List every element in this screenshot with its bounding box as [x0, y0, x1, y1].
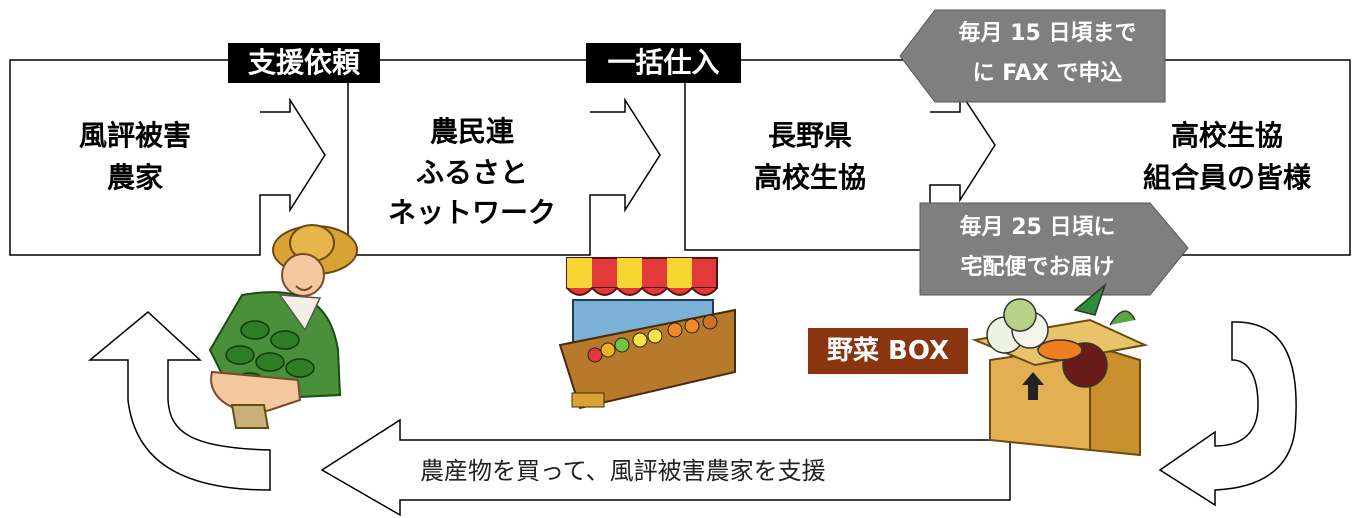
return-flow-arrow — [320, 418, 1011, 517]
vegetable-box-illustration — [971, 282, 1149, 457]
network-label-line1: 農民連 — [429, 115, 514, 148]
market-stall-illustration — [558, 257, 736, 410]
order-deadline-line1: 毎月 15 日頃まで — [958, 21, 1137, 46]
members-label-line1: 高校生協 — [1170, 119, 1283, 152]
farmer-label-line1: 風評被害 — [78, 119, 191, 152]
delivery-badge: 毎月 25 日頃に 宅配便でお届け — [920, 208, 1155, 288]
bulk-purchase-tag: 一括仕入 — [586, 43, 741, 83]
delivery-line2: 宅配便でお届け — [960, 255, 1115, 280]
coop-label-line2: 高校生協 — [753, 161, 866, 194]
left-uturn-arrow — [87, 311, 271, 491]
order-deadline-badge: 毎月 15 日頃まで に FAX で申込 — [930, 14, 1165, 94]
coop-label: 長野県 高校生協 — [710, 115, 910, 199]
delivery-badge-shape — [919, 202, 1189, 296]
network-box-outline — [347, 59, 661, 256]
farmer-label: 風評被害 農家 — [40, 115, 230, 199]
network-label-line3: ネットワーク — [387, 196, 556, 230]
members-label-line2: 組合員の皆様 — [1142, 161, 1311, 194]
coop-label-line1: 長野県 — [767, 119, 852, 152]
right-uturn-arrow — [1158, 321, 1297, 507]
delivery-line1: 毎月 25 日頃に — [959, 215, 1116, 240]
members-label: 高校生協 組合員の皆様 — [1112, 115, 1342, 199]
farmer-box-outline — [9, 59, 326, 256]
members-box-outline — [1092, 59, 1351, 256]
order-deadline-badge-shape — [899, 9, 1166, 103]
network-label-line2: ふるさと — [415, 155, 528, 189]
network-label: 農民連 ふるさと ネットワーク — [372, 112, 572, 234]
order-deadline-line2: に FAX で申込 — [972, 61, 1123, 86]
farmer-label-line2: 農家 — [106, 161, 163, 194]
vegetable-box-tag: 野菜 BOX — [808, 328, 968, 374]
return-flow-label: 農産物を買って、風評被害農家を支援 — [420, 457, 826, 485]
farmer-illustration — [208, 224, 358, 429]
support-request-tag: 支援依頼 — [228, 43, 380, 83]
